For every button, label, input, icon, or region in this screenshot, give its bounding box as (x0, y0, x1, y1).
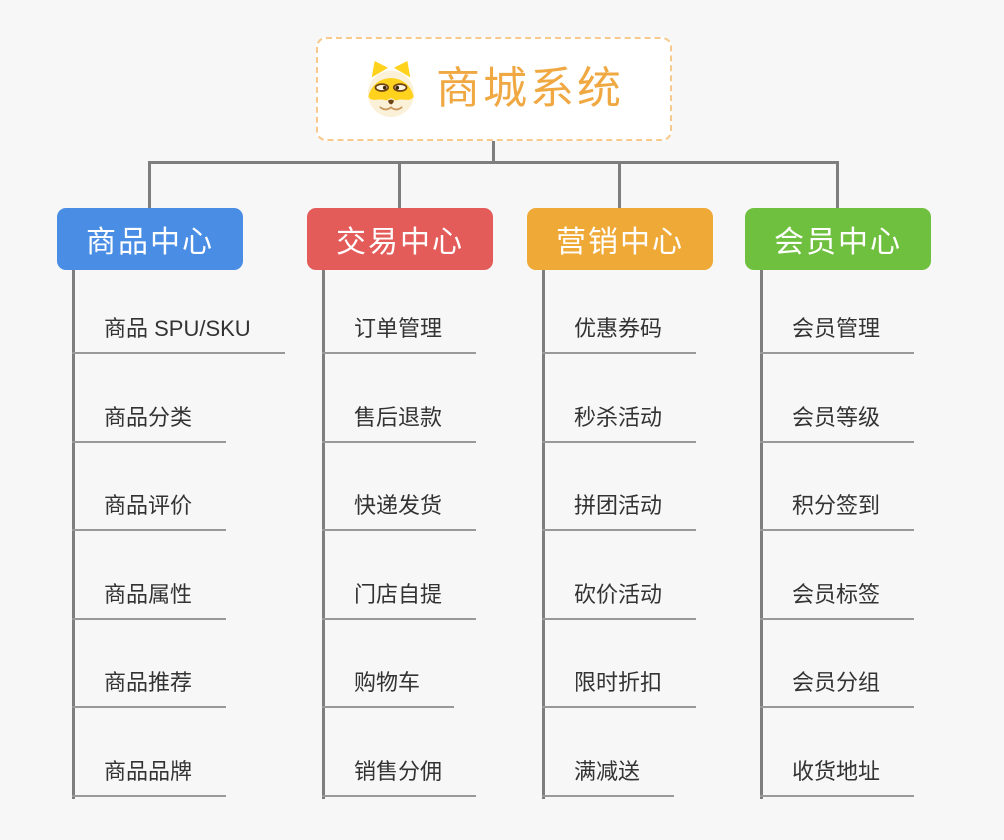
leaf-node[interactable]: 优惠券码 (542, 314, 697, 354)
branch-trunk-line (72, 270, 75, 799)
leaf-node[interactable]: 秒杀活动 (542, 403, 697, 443)
leaf-node[interactable]: 商品推荐 (72, 668, 227, 708)
leaf-node[interactable]: 销售分佣 (322, 757, 477, 797)
leaf-node[interactable]: 商品分类 (72, 403, 227, 443)
leaf-node[interactable]: 购物车 (322, 668, 455, 708)
branch-product-center: 商品中心 商品 SPU/SKU 商品分类 商品评价 商品属性 商品推荐 商品品牌 (57, 208, 307, 808)
leaf-node[interactable]: 会员管理 (760, 314, 915, 354)
branch-member-center: 会员中心 会员管理 会员等级 积分签到 会员标签 会员分组 收货地址 (745, 208, 995, 808)
connector-horizontal-bar (148, 161, 839, 164)
leaf-node[interactable]: 满减送 (542, 757, 675, 797)
leaf-node[interactable]: 限时折扣 (542, 668, 697, 708)
leaf-node[interactable]: 快递发货 (322, 491, 477, 531)
branch-trade-center: 交易中心 订单管理 售后退款 快递发货 门店自提 购物车 销售分佣 (307, 208, 557, 808)
connector-root-stub (492, 139, 495, 163)
leaf-node[interactable]: 会员等级 (760, 403, 915, 443)
branch-head-trade-center[interactable]: 交易中心 (307, 208, 493, 270)
branch-head-product-center[interactable]: 商品中心 (57, 208, 243, 270)
leaf-node[interactable]: 商品属性 (72, 580, 227, 620)
leaf-node[interactable]: 收货地址 (760, 757, 915, 797)
leaf-node[interactable]: 门店自提 (322, 580, 477, 620)
leaf-node[interactable]: 商品评价 (72, 491, 227, 531)
leaf-node[interactable]: 售后退款 (322, 403, 477, 443)
branch-trunk-line (760, 270, 763, 799)
leaf-node[interactable]: 拼团活动 (542, 491, 697, 531)
connector-drop-trade (398, 161, 401, 208)
leaf-node[interactable]: 会员分组 (760, 668, 915, 708)
branch-trunk-line (542, 270, 545, 799)
leaf-node[interactable]: 会员标签 (760, 580, 915, 620)
connector-drop-product (148, 161, 151, 208)
connector-drop-marketing (618, 161, 621, 208)
doge-face-icon (364, 60, 418, 118)
leaf-node[interactable]: 商品品牌 (72, 757, 227, 797)
root-title: 商城系统 (436, 64, 624, 113)
branch-trunk-line (322, 270, 325, 799)
root-node[interactable]: 商城系统 (316, 37, 672, 141)
leaf-node[interactable]: 积分签到 (760, 491, 915, 531)
leaf-node[interactable]: 商品 SPU/SKU (72, 314, 285, 354)
branch-head-member-center[interactable]: 会员中心 (745, 208, 931, 270)
connector-drop-member (836, 161, 839, 208)
leaf-node[interactable]: 砍价活动 (542, 580, 697, 620)
branch-marketing-center: 营销中心 优惠券码 秒杀活动 拼团活动 砍价活动 限时折扣 满减送 (527, 208, 777, 808)
branch-head-marketing-center[interactable]: 营销中心 (527, 208, 713, 270)
leaf-node[interactable]: 订单管理 (322, 314, 477, 354)
